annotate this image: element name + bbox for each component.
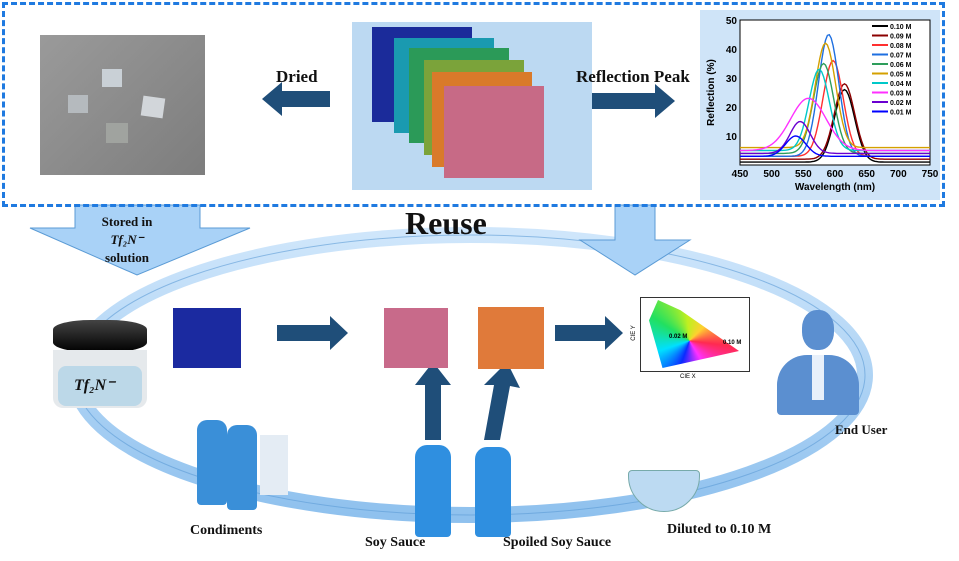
legend-label: 0.03 M xyxy=(890,91,912,98)
soy-sauce-bottle xyxy=(415,445,451,537)
peak-arrow xyxy=(575,84,675,118)
cie-x-label: CIE X xyxy=(680,374,696,380)
soy-arrow xyxy=(415,362,451,440)
plot-area xyxy=(739,19,931,166)
series-line xyxy=(740,120,930,155)
x-tick-label: 600 xyxy=(827,169,844,180)
legend-label: 0.04 M xyxy=(890,81,912,88)
jar: Tf₂N⁻ xyxy=(50,320,150,410)
series-line xyxy=(740,97,930,152)
film-stack-photo xyxy=(352,22,592,190)
end-user-icon xyxy=(772,310,862,420)
spoiled-soy-sauce-bottle xyxy=(475,447,511,537)
cie-diagram: 0.02 M 0.10 M xyxy=(640,297,750,372)
condiments-icon xyxy=(192,420,292,510)
spoiled-arrow xyxy=(484,362,520,440)
to-user-arrow xyxy=(578,204,692,276)
y-tick-label: 50 xyxy=(726,16,738,27)
legend-label: 0.02 M xyxy=(890,100,912,107)
legend-label: 0.05 M xyxy=(890,72,912,79)
x-axis-label: Wavelength (nm) xyxy=(795,182,875,193)
pink-film-photo xyxy=(384,308,448,368)
y-tick-label: 20 xyxy=(726,103,738,114)
stored-line1: Stored in xyxy=(101,214,153,229)
stored-arrow xyxy=(29,204,251,276)
end-user-label: End User xyxy=(835,422,888,437)
x-tick-label: 450 xyxy=(732,169,749,180)
dashed-frame xyxy=(2,2,945,207)
process-arrow-2 xyxy=(555,316,623,350)
cie-annotation-low: 0.02 M xyxy=(669,334,688,340)
reflection-peak-label: Reflection Peak xyxy=(576,67,690,86)
legend-label: 0.09 M xyxy=(890,34,912,41)
legend-label: 0.10 M xyxy=(890,24,912,31)
process-arrow-1 xyxy=(277,316,348,350)
cie-y-label: CIE Y xyxy=(630,325,637,341)
y-tick-label: 40 xyxy=(726,45,738,56)
x-tick-label: 750 xyxy=(922,169,939,180)
soy-sauce-label: Soy Sauce xyxy=(365,535,426,550)
y-axis-label: Reflection (%) xyxy=(706,59,717,126)
blue-film-photo xyxy=(173,308,241,368)
dried-label: Dried xyxy=(276,67,318,86)
x-tick-label: 700 xyxy=(890,169,907,180)
dried-film-photo xyxy=(40,35,205,175)
legend-label: 0.01 M xyxy=(890,110,912,117)
orange-film-photo xyxy=(478,307,544,369)
series-line xyxy=(740,42,930,149)
legend-label: 0.08 M xyxy=(890,43,912,50)
condiments-label: Condiments xyxy=(190,523,263,538)
cie-annotation-high: 0.10 M xyxy=(723,340,742,346)
legend-label: 0.06 M xyxy=(890,62,912,69)
diluted-label: Diluted to 0.10 M xyxy=(667,522,772,537)
x-tick-label: 550 xyxy=(795,169,812,180)
series-line xyxy=(740,82,930,160)
x-tick-label: 500 xyxy=(763,169,780,180)
dried-arrow xyxy=(262,82,330,116)
x-tick-label: 650 xyxy=(858,169,875,180)
spoiled-soy-sauce-label: Spoiled Soy Sauce xyxy=(503,535,612,550)
legend-label: 0.07 M xyxy=(890,53,912,60)
series-line xyxy=(740,135,930,157)
reuse-label: Reuse xyxy=(405,205,487,241)
y-tick-label: 30 xyxy=(726,74,738,85)
reflection-chart: 0.10 M 0.09 M 0.08 M 0.07 M 0.06 M 0.05 M 0.04… xyxy=(700,10,940,200)
stored-line2: Tf₂N⁻ xyxy=(110,232,144,247)
jar-label: Tf₂N⁻ xyxy=(74,377,115,394)
stored-label: Stored in Tf₂N⁻ solution xyxy=(87,213,167,267)
series-line xyxy=(740,88,930,163)
stored-line3: solution xyxy=(104,250,150,265)
y-tick-label: 10 xyxy=(726,132,738,143)
